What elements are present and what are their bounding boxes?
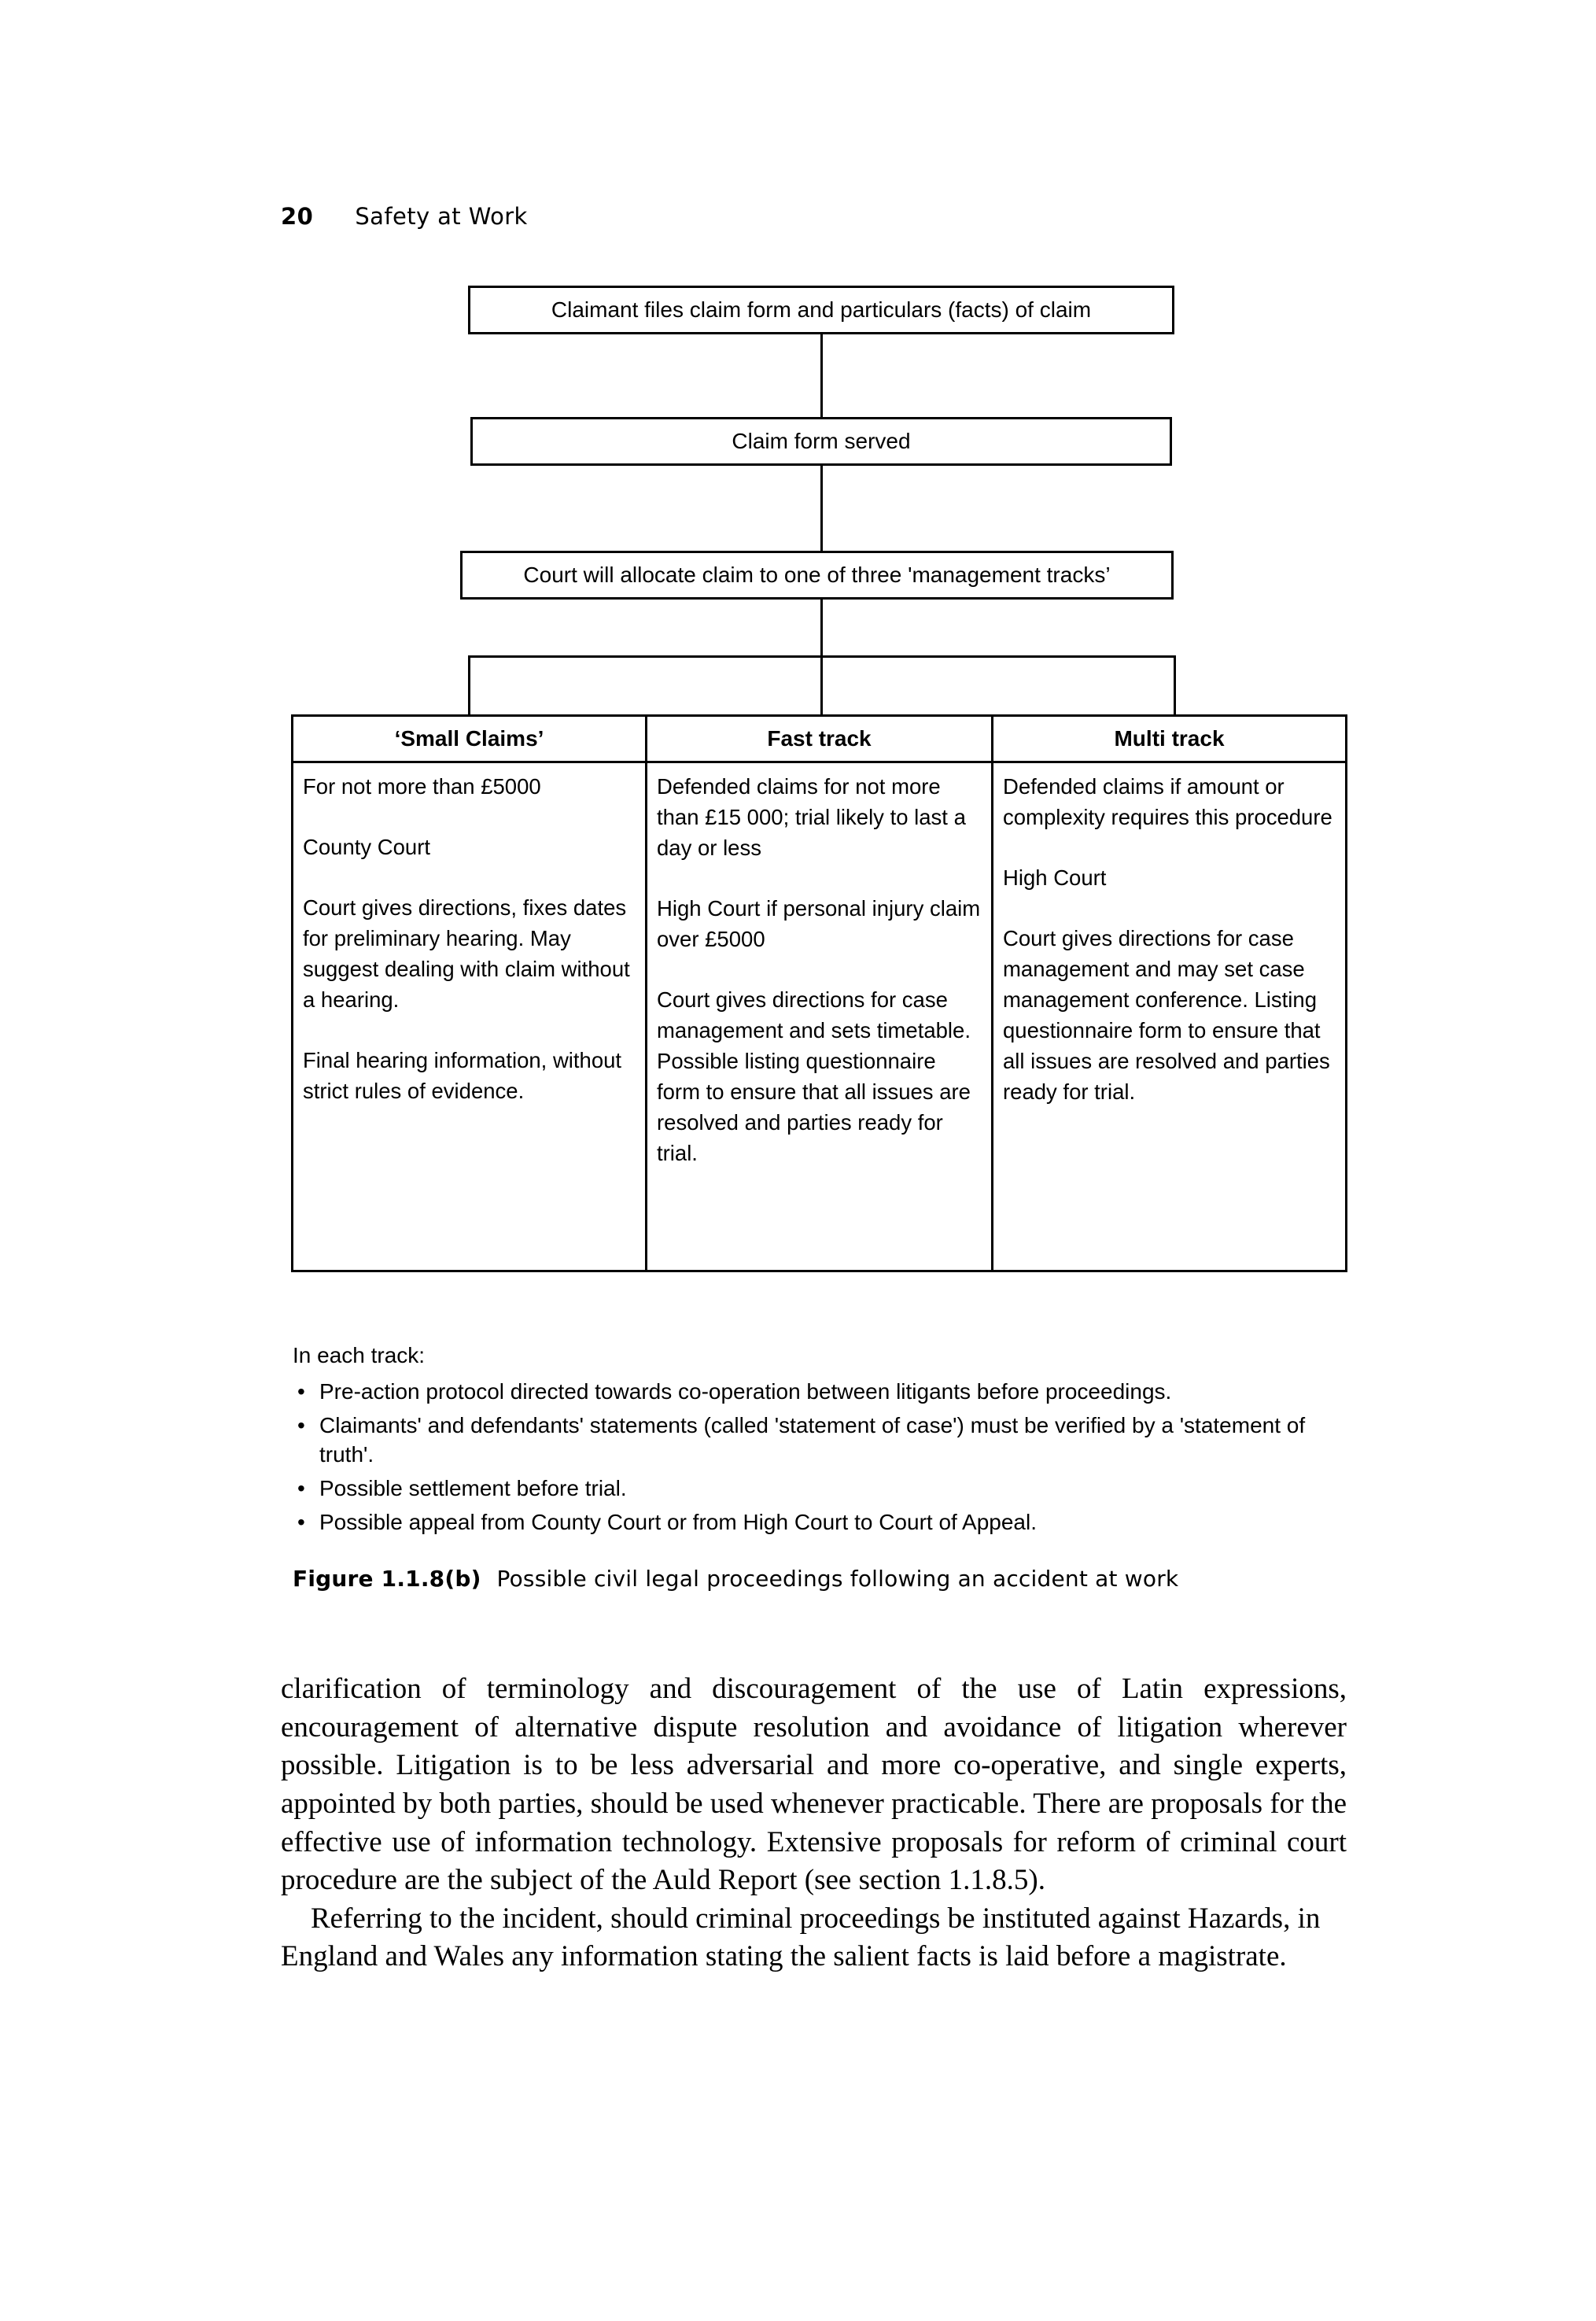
bullet-icon: • [297,1509,305,1534]
cell-block-directions: Court gives directions, fixes dates for … [303,895,630,1013]
cell-spacer [303,802,636,832]
list-item: • Possible settlement before trial. [293,1474,1366,1504]
tracks-table: ‘Small Claims’ Fast track Multi track Fo… [291,714,1347,1272]
figure-caption-label: Figure 1.1.8(b) [293,1566,497,1592]
branch-drop-centre [820,655,823,718]
cell-small-claims: For not more than £5000 County Court Cou… [291,761,647,1272]
cell-spacer [657,863,982,893]
branch-drop-left [468,655,470,718]
list-item: • Possible appeal from County Court or f… [293,1508,1366,1537]
connector-box1-box2 [820,334,823,417]
figure-caption: Figure 1.1.8(b) Possible civil legal pro… [293,1566,1178,1592]
cell-fast-track: Defended claims for not more than £15 00… [645,761,993,1272]
page-number: 20 [281,203,314,230]
cell-multi-track: Defended claims if amount or complexity … [991,761,1347,1272]
column-header-fast-track: Fast track [645,714,993,763]
connector-box2-box3 [820,466,823,551]
paragraph-referring: Referring to the incident, should crimin… [281,1902,1321,1973]
list-item-text: Claimants' and defendants' statements (c… [319,1412,1306,1467]
column-header-multi-track: Multi track [991,714,1347,763]
column-header-small-claims: ‘Small Claims’ [291,714,647,763]
chapter-title: Safety at Work [355,203,528,230]
connector-box3-branch [820,600,823,657]
in-each-track-list: • Pre-action protocol directed towards c… [293,1378,1366,1537]
cell-spacer [303,862,636,892]
cell-spacer [303,1015,636,1045]
cell-block-limit: For not more than £5000 [303,774,541,799]
list-item-text: Possible settlement before trial. [319,1475,627,1500]
flow-box-claim-served: Claim form served [470,417,1172,466]
cell-block-court: High Court [1003,865,1107,891]
paragraph-continuation: clarification of terminology and discour… [281,1673,1347,1897]
flow-box-allocate-track: Court will allocate claim to one of thre… [460,551,1174,600]
cell-spacer [657,954,982,984]
cell-block-court: High Court if personal injury claim over… [657,896,981,952]
table-header-row: ‘Small Claims’ Fast track Multi track [291,714,1347,763]
figure-flowchart: Claimant files claim form and particular… [291,286,1366,1592]
bullet-icon: • [297,1378,305,1404]
cell-block-directions: Court gives directions for case manageme… [1003,926,1330,1105]
list-item: • Claimants' and defendants' statements … [293,1411,1366,1470]
bullet-icon: • [297,1412,305,1437]
body-text: clarification of terminology and discour… [281,1670,1347,1976]
in-each-track-label: In each track: [293,1343,426,1367]
list-item-text: Possible appeal from County Court or fro… [319,1509,1037,1534]
cell-block-limit: Defended claims for not more than £15 00… [657,774,966,861]
running-head: 20 Safety at Work [281,203,528,230]
figure-caption-text: Possible civil legal proceedings followi… [496,1566,1179,1592]
cell-block-limit: Defended claims if amount or complexity … [1003,774,1332,830]
cell-block-court: County Court [303,835,431,860]
cell-spacer [1003,893,1336,923]
bullet-icon: • [297,1475,305,1500]
flow-box-claim-filed: Claimant files claim form and particular… [468,286,1174,334]
table-row: For not more than £5000 County Court Cou… [291,761,1347,1272]
list-item: • Pre-action protocol directed towards c… [293,1378,1366,1407]
cell-block-directions: Court gives directions for case manageme… [657,987,971,1166]
list-item-text: Pre-action protocol directed towards co-… [319,1378,1172,1404]
cell-spacer [1003,832,1336,862]
branch-drop-right [1174,655,1176,718]
cell-block-final-hearing: Final hearing information, without stric… [303,1048,622,1104]
in-each-track-note: In each track: • Pre-action protocol dir… [293,1341,1366,1542]
